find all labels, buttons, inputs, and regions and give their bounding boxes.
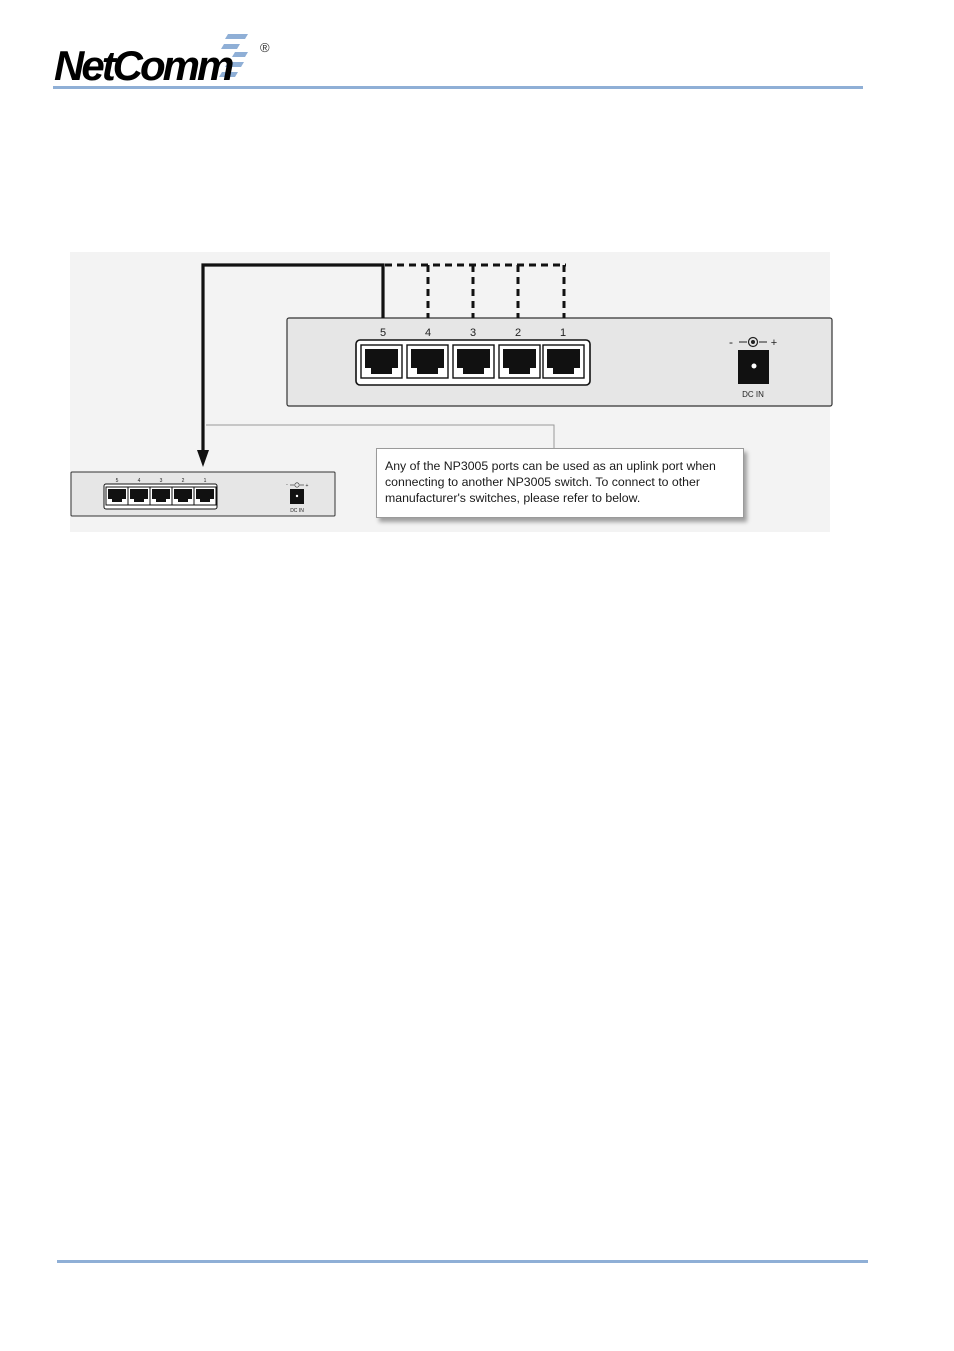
small-port-label-2: 2	[182, 478, 185, 484]
polarity-plus: +	[771, 337, 777, 349]
svg-text:+: +	[306, 483, 309, 489]
port-label-3: 3	[470, 327, 476, 339]
port-label-5: 5	[380, 327, 386, 339]
port-2-secondary	[172, 487, 194, 505]
port-4-secondary	[128, 487, 150, 505]
port-4-main	[407, 345, 448, 378]
small-port-label-5: 5	[116, 478, 119, 484]
polarity-minus: -	[729, 335, 733, 349]
small-port-label-4: 4	[138, 478, 141, 484]
port-label-2: 2	[515, 327, 521, 339]
port-3-secondary	[150, 487, 172, 505]
small-port-label-3: 3	[160, 478, 163, 484]
uplink-note-callout: Any of the NP3005 ports can be used as a…	[376, 448, 744, 518]
dc-in-label-secondary: DC IN	[290, 508, 304, 514]
port-1-secondary	[194, 487, 216, 505]
dc-in-label-main: DC IN	[742, 390, 764, 399]
footer-rule	[57, 1260, 868, 1263]
port-label-4: 4	[425, 327, 431, 339]
port-2-main	[499, 345, 540, 378]
port-label-1: 1	[560, 327, 566, 339]
port-5-secondary	[106, 487, 128, 505]
port-1-main	[543, 345, 584, 378]
port-5-main	[361, 345, 402, 378]
port-3-main	[453, 345, 494, 378]
small-port-label-1: 1	[204, 478, 207, 484]
